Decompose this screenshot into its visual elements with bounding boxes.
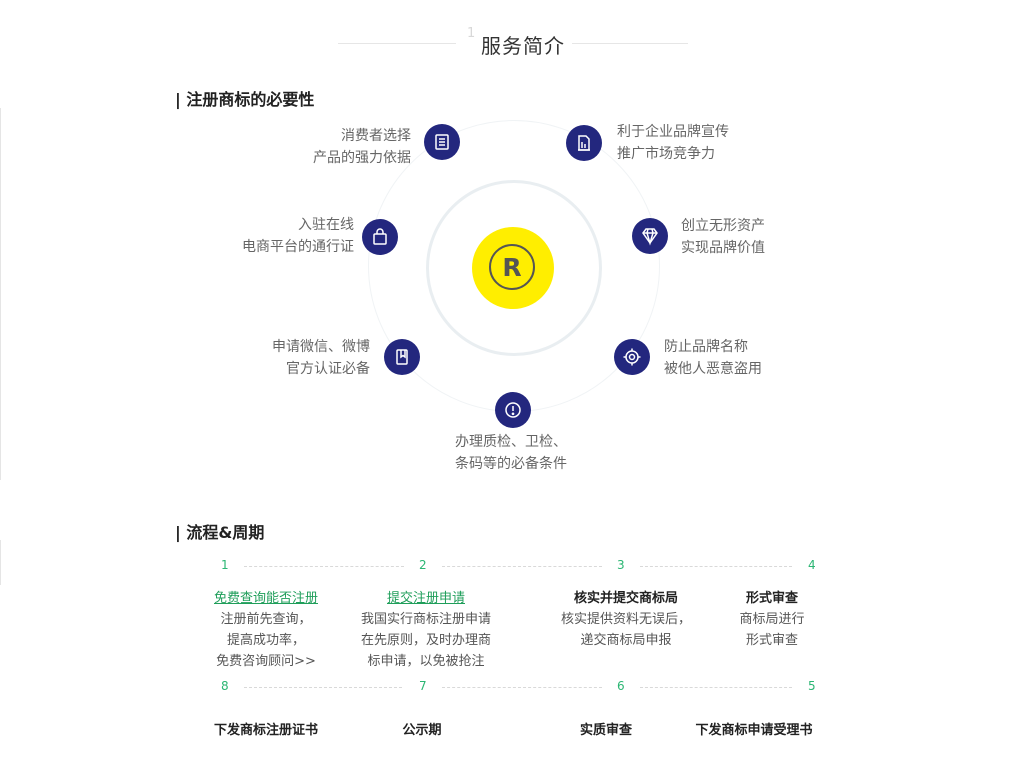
left-edge-line	[0, 540, 1, 585]
feature-line: 官方认证必备	[286, 361, 370, 377]
step-number: 5	[808, 679, 816, 693]
feature-line: 条码等的必备条件	[455, 456, 567, 472]
free-query-link[interactable]: 免费查询能否注册	[213, 591, 318, 606]
step-number: 2	[419, 558, 427, 572]
step-connector	[640, 566, 792, 567]
step-submit-application: 提交注册申请 我国实行商标注册申请 在先原则，及时办理商 标申请，以免被抢注	[350, 588, 502, 672]
step-connector	[244, 687, 402, 688]
step-title: 核实并提交商标局	[573, 591, 678, 606]
left-edge-line	[0, 108, 1, 480]
step-desc: 提高成功率，	[226, 633, 305, 648]
feature-line: 被他人恶意盗用	[664, 361, 762, 377]
step-desc: 核实提供资料无误后，	[560, 612, 691, 627]
feature-intangible-asset: 创立无形资产 实现品牌价值	[681, 215, 765, 259]
feature-line: 申请微信、微博	[272, 339, 370, 355]
feature-line: 推广市场竞争力	[617, 146, 715, 162]
submit-application-link[interactable]: 提交注册申请	[386, 591, 465, 606]
feature-line: 防止品牌名称	[664, 339, 748, 355]
diamond-icon	[632, 218, 668, 254]
feature-line: 办理质检、卫检、	[455, 434, 567, 450]
step-desc: 商标局进行	[739, 612, 805, 627]
feature-line: 实现品牌价值	[681, 240, 765, 256]
feature-line: 产品的强力依据	[313, 150, 411, 166]
trademark-logo: R	[472, 227, 554, 309]
step-desc: 递交商标局申报	[580, 633, 672, 648]
shopping-bag-icon	[362, 219, 398, 255]
document-icon	[566, 125, 602, 161]
step-substantive-review: 实质审查	[550, 720, 662, 741]
step-formal-review: 形式审查 商标局进行 形式审查	[717, 588, 827, 651]
feature-line: 电商平台的通行证	[242, 239, 354, 255]
free-consult-link[interactable]: 免费咨询顾问>>	[216, 654, 316, 669]
feature-brand-promotion: 利于企业品牌宣传 推广市场竞争力	[617, 121, 729, 165]
step-number: 6	[617, 679, 625, 693]
header-divider-left	[338, 43, 456, 44]
feature-inspection-requirement: 办理质检、卫检、 条码等的必备条件	[455, 431, 567, 475]
step-title: 实质审查	[579, 723, 632, 738]
step-desc: 形式审查	[745, 633, 798, 648]
step-desc: 标申请，以免被抢注	[367, 654, 485, 669]
step-title: 形式审查	[745, 591, 798, 606]
list-icon	[424, 124, 460, 160]
step-connector	[442, 687, 602, 688]
feature-line: 创立无形资产	[681, 218, 765, 234]
step-desc: 注册前先查询，	[220, 612, 312, 627]
wheel-inner-ring	[426, 180, 602, 356]
step-number: 8	[221, 679, 229, 693]
step-number: 4	[808, 558, 816, 572]
step-free-query: 免费查询能否注册 注册前先查询， 提高成功率， 免费咨询顾问>>	[196, 588, 336, 672]
target-icon	[614, 339, 650, 375]
page-title: 服务简介	[481, 34, 565, 58]
feature-prevent-misuse: 防止品牌名称 被他人恶意盗用	[664, 336, 762, 380]
section-title-process: | 流程&周期	[175, 523, 265, 542]
step-title: 公示期	[402, 723, 442, 738]
bookmark-icon	[384, 339, 420, 375]
feature-official-certification: 申请微信、微博 官方认证必备	[272, 336, 370, 380]
step-issue-certificate: 下发商标注册证书	[196, 720, 336, 741]
step-title: 下发商标申请受理书	[695, 723, 813, 738]
header-number: 1	[467, 26, 476, 41]
step-issue-acceptance: 下发商标申请受理书	[694, 720, 814, 741]
step-title: 下发商标注册证书	[213, 723, 318, 738]
step-verify-submit: 核实并提交商标局 核实提供资料无误后， 递交商标局申报	[550, 588, 702, 651]
step-connector	[442, 566, 602, 567]
feature-ecommerce-pass: 入驻在线 电商平台的通行证	[242, 214, 354, 258]
step-publication-period: 公示期	[360, 720, 484, 741]
step-connector	[640, 687, 792, 688]
header-divider-right	[572, 43, 688, 44]
section-title-necessity: | 注册商标的必要性	[175, 90, 315, 109]
alert-icon	[495, 392, 531, 428]
feature-line: 消费者选择	[341, 128, 411, 144]
step-desc: 在先原则，及时办理商	[360, 633, 491, 648]
step-connector	[244, 566, 404, 567]
step-number: 1	[221, 558, 229, 572]
feature-line: 利于企业品牌宣传	[617, 124, 729, 140]
step-number: 3	[617, 558, 625, 572]
registered-r-icon: R	[489, 244, 535, 290]
feature-consumer-choice: 消费者选择 产品的强力依据	[313, 125, 411, 169]
step-desc: 我国实行商标注册申请	[360, 612, 491, 627]
feature-line: 入驻在线	[298, 217, 354, 233]
step-number: 7	[419, 679, 427, 693]
